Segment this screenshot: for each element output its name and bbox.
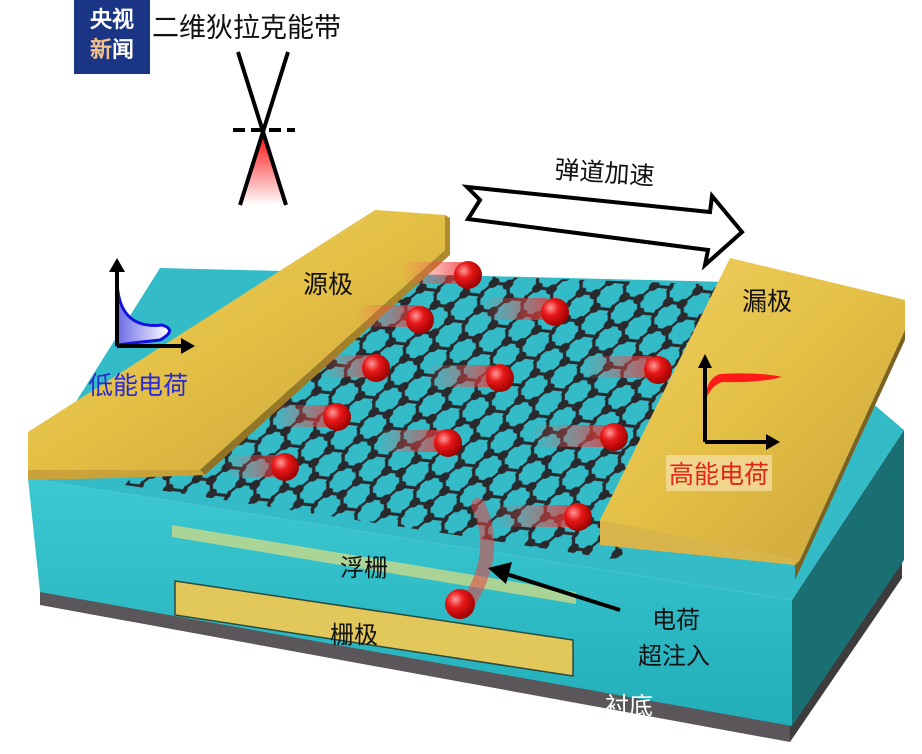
charge-particles	[225, 261, 672, 619]
gate-label: 栅极	[330, 621, 378, 649]
high-energy-charge-label: 高能电荷	[666, 455, 773, 491]
ballistic-arrow-icon	[461, 184, 745, 271]
dirac-band-title: 二维狄拉克能带	[152, 13, 341, 44]
cctv-news-logo: 央视 新闻	[74, 0, 150, 74]
logo-line2: 新闻	[89, 38, 135, 63]
ballistic-acceleration-label: 弹道加速	[553, 154, 656, 191]
drain-label: 漏极	[742, 287, 793, 316]
source-electrode	[28, 210, 450, 480]
high-energy-distribution-icon	[698, 354, 782, 450]
floating-gate-label: 浮栅	[340, 554, 388, 582]
charge-injection-label-line1: 电荷	[652, 606, 700, 634]
source-label: 源极	[303, 270, 354, 299]
low-energy-distribution-icon	[109, 258, 195, 354]
dirac-cone-icon	[233, 51, 295, 206]
low-energy-charge-label: 低能电荷	[88, 371, 189, 400]
substrate-label: 衬底	[605, 692, 653, 720]
logo-line1: 央视	[89, 8, 134, 33]
injection-arrow-icon	[488, 562, 621, 612]
charge-injection-label-line2: 超注入	[638, 642, 710, 670]
gate-electrode	[174, 580, 574, 677]
